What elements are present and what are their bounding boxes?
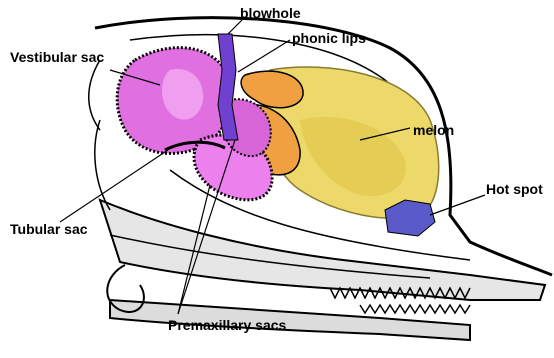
blowhole-leader: [228, 20, 242, 34]
phonic-lips-leader: [238, 40, 290, 72]
cranium-lines: [89, 60, 110, 210]
label-phonic-lips: phonic lips: [292, 30, 366, 46]
mandible: [110, 300, 470, 340]
teeth-row-lower: [360, 305, 470, 313]
label-melon: melon: [413, 122, 454, 138]
skull-rostrum: [100, 200, 545, 300]
label-premaxillary-sacs: Premaxillary sacs: [168, 317, 287, 333]
blowhole-passage: [218, 34, 238, 140]
label-hot-spot: Hot spot: [486, 181, 543, 197]
hot-spot-leader: [430, 195, 485, 215]
label-blowhole: blowhole: [240, 5, 301, 21]
label-vestibular-sac: Vestibular sac: [10, 49, 104, 65]
label-tubular-sac: Tubular sac: [10, 221, 88, 237]
